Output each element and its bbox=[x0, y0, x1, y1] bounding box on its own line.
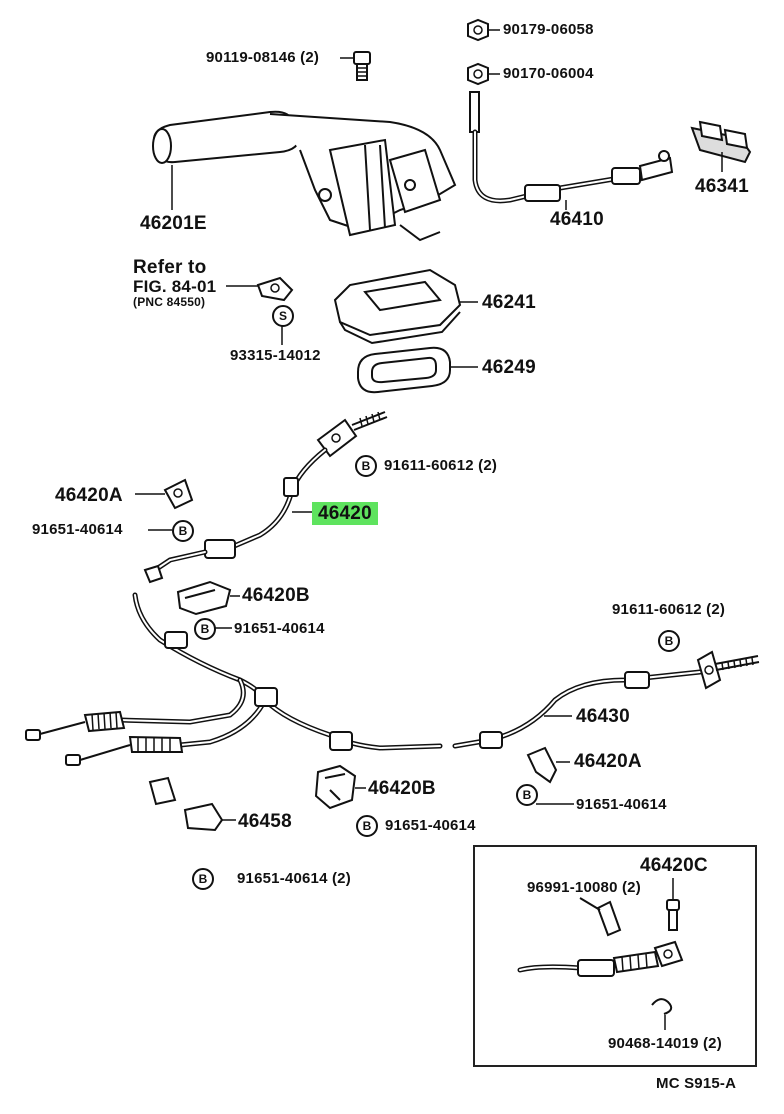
label-91651-40614-e: 91651-40614 (2) bbox=[237, 870, 351, 887]
clip-46341-illustration bbox=[690, 120, 752, 172]
label-91651-40614-b: 91651-40614 bbox=[234, 620, 325, 637]
clip-46420B-bottom-illustration bbox=[314, 764, 366, 810]
label-91651-40614-d: 91651-40614 bbox=[385, 817, 476, 834]
label-46420A-top: 46420A bbox=[55, 485, 123, 506]
bolt-90119-illustration bbox=[340, 51, 371, 81]
clip-46420A-right-illustration bbox=[526, 746, 574, 805]
label-refer-fig: FIG. 84-01 bbox=[133, 277, 217, 296]
clip-46420B-top-illustration bbox=[176, 580, 240, 629]
label-46410: 46410 bbox=[550, 209, 604, 230]
cable-46410-illustration bbox=[469, 91, 674, 210]
label-46420B-top: 46420B bbox=[242, 585, 310, 606]
symbol-b-91651-c: B bbox=[516, 784, 538, 806]
label-90170-06004: 90170-06004 bbox=[503, 65, 594, 82]
symbol-s: S bbox=[272, 305, 294, 327]
label-90119-08146: 90119-08146 (2) bbox=[206, 49, 320, 66]
clip-46420A-top-illustration bbox=[135, 478, 194, 531]
label-46249: 46249 bbox=[482, 357, 536, 378]
label-46430: 46430 bbox=[576, 706, 630, 727]
label-46420B-bottom: 46420B bbox=[368, 778, 436, 799]
symbol-b-91651-d: B bbox=[356, 815, 378, 837]
label-96991-10080: 96991-10080 (2) bbox=[527, 879, 641, 896]
label-46420A-right: 46420A bbox=[574, 751, 642, 772]
boot-46249-illustration bbox=[357, 346, 478, 394]
inset-detail-illustration bbox=[517, 878, 684, 1030]
symbol-b-91651-e: B bbox=[192, 868, 214, 890]
label-93315-14012: 93315-14012 bbox=[230, 347, 321, 364]
console-46241-illustration bbox=[333, 268, 478, 345]
label-46201E: 46201E bbox=[140, 213, 207, 234]
symbol-b-91651-b: B bbox=[194, 618, 216, 640]
nuts-illustration bbox=[467, 18, 500, 86]
inset-detail-frame bbox=[473, 845, 757, 1067]
label-90179-06058: 90179-06058 bbox=[503, 21, 594, 38]
label-46420-highlighted[interactable]: 46420 bbox=[312, 502, 378, 525]
label-refer-to: Refer to bbox=[133, 257, 207, 278]
label-91611-60612-right: 91611-60612 (2) bbox=[612, 601, 726, 618]
symbol-b-91651-a: B bbox=[172, 520, 194, 542]
symbol-b-91611-right: B bbox=[658, 630, 680, 652]
label-46420C: 46420C bbox=[640, 855, 708, 876]
label-46458: 46458 bbox=[238, 811, 292, 832]
symbol-b-91611-top: B bbox=[355, 455, 377, 477]
rear-cable-left-illustration bbox=[25, 592, 443, 766]
figure-code: MC S915-A bbox=[656, 1075, 737, 1092]
label-46341: 46341 bbox=[695, 176, 749, 197]
cable-46420-illustration bbox=[143, 411, 388, 584]
label-refer-pnc: (PNC 84550) bbox=[133, 295, 206, 309]
label-46241: 46241 bbox=[482, 292, 536, 313]
clip-46458-illustration bbox=[148, 776, 236, 832]
label-91651-40614-c: 91651-40614 bbox=[576, 796, 667, 813]
label-90468-14019: 90468-14019 (2) bbox=[608, 1035, 722, 1052]
label-91611-60612-top: 91611-60612 (2) bbox=[384, 457, 498, 474]
cable-46430-illustration bbox=[452, 630, 760, 749]
parking-brake-lever-illustration bbox=[152, 110, 457, 242]
label-91651-40614-a: 91651-40614 bbox=[32, 521, 123, 538]
